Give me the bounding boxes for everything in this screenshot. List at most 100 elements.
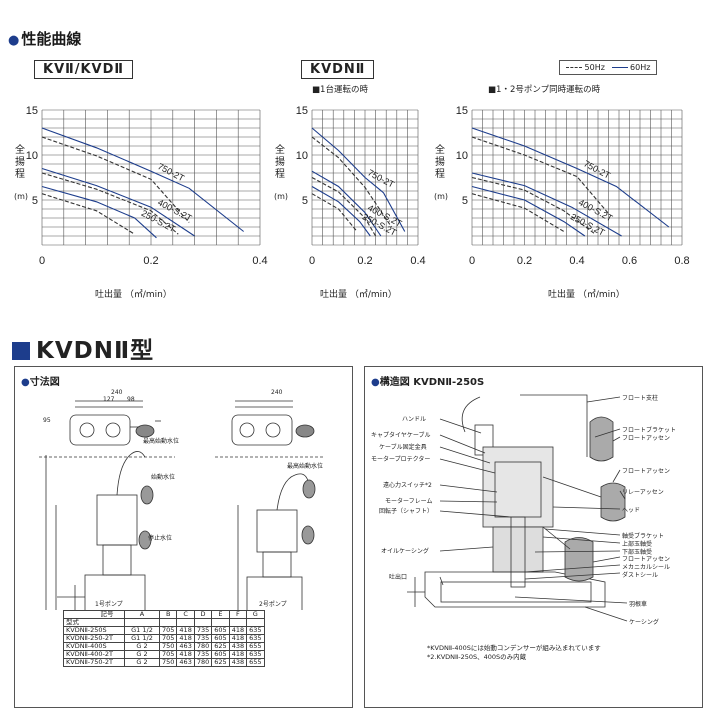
chart2-series-label: 750-2T	[366, 167, 396, 189]
chart3-ylabel: 全揚程(m)	[434, 145, 449, 201]
dim-240: 240	[111, 389, 123, 396]
chart3-xtick: 0.4	[569, 255, 584, 267]
chart2-series-line	[311, 193, 358, 232]
chart1-ytick: 15	[26, 105, 38, 117]
note-dual-operation: ■1・2号ポンプ同時運転の時	[488, 85, 601, 95]
chart2-series-line	[311, 177, 377, 237]
struct-label-oil-casing: オイルケーシング	[381, 548, 429, 555]
legend-60hz-icon	[611, 67, 628, 68]
structure-footnote-1: *KVDNⅡ-400Sには始動コンデンサーが組み込まれています	[427, 644, 601, 652]
chart1-series-line	[41, 185, 157, 239]
section-model-text: KVDNⅡ型	[36, 338, 155, 364]
legend-50hz-icon	[566, 67, 582, 68]
chart3-xlabel: 吐出量 （㎥/min）	[548, 290, 625, 300]
chart2-series-line	[311, 127, 406, 232]
table-col-g: G	[246, 610, 265, 619]
struct-label-outlet: 吐出口	[389, 574, 408, 581]
struct-label-upper-bearing: 上部玉軸受	[622, 541, 653, 548]
struct-label-rotor-shaft: 回転子（シャフト）	[379, 508, 434, 515]
chart1-xlabel: 吐出量 （㎥/min）	[95, 290, 172, 300]
struct-label-relay-assy: リレーアッセン	[622, 489, 664, 496]
table-col-d: D	[193, 610, 213, 619]
label-max-level: 最高始動水位	[143, 438, 180, 445]
chart2-ytick: 15	[296, 105, 308, 117]
label-pump2: 2号ポンプ	[259, 601, 287, 608]
chart2-series-line	[311, 186, 371, 237]
chart3-series-line	[471, 127, 670, 228]
chart3-xtick: 0.8	[674, 255, 689, 267]
struct-label-casing: ケーシング	[629, 619, 659, 626]
chart3-series-line	[471, 193, 565, 232]
note-single-operation: ■1台運転の時	[312, 85, 368, 95]
chart2-xtick: 0	[309, 255, 315, 267]
section-performance-text: 性能曲線	[21, 30, 82, 48]
struct-label-float-assy-3: フロートアッセン	[622, 556, 671, 563]
dimension-drawing	[39, 400, 325, 610]
table-col-e: E	[211, 610, 230, 619]
chart3-series-line	[471, 136, 609, 214]
title-square-icon	[12, 342, 30, 360]
struct-label-centrifugal-switch: 遠心力スイッチ*2	[383, 482, 432, 489]
chart3-xtick: 0.6	[622, 255, 637, 267]
chart2-xtick: 0.2	[357, 255, 372, 267]
chart1-ytick: 10	[26, 150, 38, 162]
struct-label-mechanical-seal: メカニカルシール	[622, 564, 671, 571]
dim-127: 127	[103, 396, 115, 403]
graph1-model-label: KVⅡ/KVDⅡ	[34, 60, 133, 79]
structure-footnote-2: *2.KVDNⅡ-250S、400Sのみ内蔵	[427, 653, 527, 661]
chart2-ylabel: 全揚程(m)	[274, 145, 289, 201]
struct-label-float-assy-1: フロートアッセン	[622, 435, 671, 442]
table-col-c: C	[176, 610, 195, 619]
struct-label-cable-fixture: ケーブル固定金具	[379, 444, 427, 451]
table-col-a: A	[124, 610, 160, 619]
chart2-series-line	[311, 136, 392, 228]
chart3-series-line	[471, 185, 586, 237]
chart2-ytick: 10	[296, 150, 308, 162]
struct-label-float-assy-2: フロートアッセン	[622, 468, 671, 475]
table-col-f: F	[228, 610, 248, 619]
struct-label-handle: ハンドル	[402, 416, 427, 423]
structure-drawing	[407, 394, 628, 622]
chart3-series-line	[471, 172, 622, 237]
struct-label-impeller: 羽根車	[629, 601, 648, 608]
chart1-xtick: 0	[39, 255, 45, 267]
chart3-xtick: 0.2	[517, 255, 532, 267]
dim-240-pump2: 240	[271, 389, 283, 396]
dim-95: 95	[43, 417, 51, 424]
chart1-series-line	[41, 127, 244, 232]
chart1-xtick: 0.4	[252, 255, 267, 267]
legend-50hz-label: 50Hz	[584, 63, 605, 72]
struct-label-float-pole: フロート支柱	[622, 395, 659, 402]
chart2-ytick: 5	[302, 195, 308, 207]
chart2-xlabel: 吐出量 （㎥/min）	[320, 290, 397, 300]
label-stop-level: 停止水位	[148, 535, 173, 542]
chart2-xtick: 0.4	[410, 255, 425, 267]
structure-panel-title: ●構造図 KVDNⅡ-250S	[371, 377, 485, 388]
struct-label-head: ヘッド	[622, 507, 641, 514]
struct-label-dust-seal: ダストシール	[622, 572, 659, 579]
struct-label-cable: キャプタイヤケーブル	[371, 432, 431, 439]
label-pump1: 1号ポンプ	[95, 601, 123, 608]
chart1-series-line	[41, 193, 135, 235]
struct-label-motor-frame: モーターフレーム	[385, 498, 433, 505]
label-max-level-pump2: 最高始動水位	[287, 463, 324, 470]
section-performance-title: ●性能曲線	[8, 30, 82, 48]
struct-label-lower-bearing: 下部玉軸受	[622, 549, 653, 556]
dimension-panel-title: ●寸法図	[21, 377, 60, 388]
chart1-ytick: 5	[32, 195, 38, 207]
dim-98: 98	[127, 396, 135, 403]
table-col-b: B	[158, 610, 178, 619]
chart1-series-line	[41, 136, 190, 223]
chart-legend: 50Hz 60Hz	[559, 60, 658, 75]
structure-panel: ●構造図 KVDNⅡ-250S	[364, 366, 703, 708]
dimension-panel: ●寸法図	[14, 366, 353, 708]
struct-label-motor-protector: モータープロテクター	[371, 456, 431, 463]
chart3-ytick: 5	[462, 195, 468, 207]
label-start-level: 始動水位	[151, 474, 176, 481]
chart1-ylabel: 全揚程(m)	[14, 145, 29, 201]
chart1-series-line	[41, 167, 195, 237]
chart3-ytick: 15	[456, 105, 468, 117]
